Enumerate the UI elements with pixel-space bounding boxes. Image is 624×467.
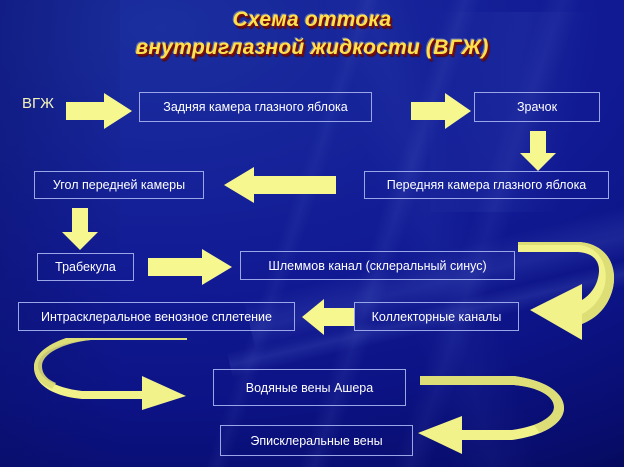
arrow-right-trabecula-to-schlemm: [148, 249, 232, 285]
slide-title: Схема оттока внутриглазной жидкости (ВГЖ…: [135, 8, 489, 59]
curved-arrow-plexus-to-aqueous-veins: [34, 338, 189, 410]
curved-arrow-aqueous-to-episcleral: [418, 374, 568, 454]
arrow-down-angle-to-trabecula: [62, 208, 98, 250]
label-source-fluid: ВГЖ: [22, 95, 54, 112]
arrow-left-anterior-chamber-to-angle: [224, 167, 336, 203]
node-trabecula[interactable]: Трабекула: [37, 253, 134, 281]
curved-arrow-schlemm-to-collector: [516, 240, 624, 342]
arrow-right-posterior-chamber-to-pupil: [411, 93, 471, 129]
node-collector-channels[interactable]: Коллекторные каналы: [354, 302, 519, 331]
node-anterior-chamber[interactable]: Передняя камера глазного яблока: [364, 171, 609, 199]
arrow-left-collector-to-plexus: [302, 299, 354, 335]
node-anterior-angle[interactable]: Угол передней камеры: [34, 171, 204, 199]
node-aqueous-veins[interactable]: Водяные вены Ашера: [213, 369, 406, 406]
node-posterior-chamber[interactable]: Задняя камера глазного яблока: [139, 92, 372, 122]
node-schlemm-canal[interactable]: Шлеммов канал (склеральный синус): [240, 251, 515, 280]
arrow-down-pupil-to-anterior-chamber: [520, 131, 556, 171]
node-episcleral-veins[interactable]: Эписклеральные вены: [220, 425, 413, 456]
node-pupil[interactable]: Зрачок: [474, 92, 600, 122]
arrow-right-source-to-posterior-chamber: [66, 93, 132, 129]
node-intrascleral-plexus[interactable]: Интрасклеральное венозное сплетение: [18, 302, 295, 331]
